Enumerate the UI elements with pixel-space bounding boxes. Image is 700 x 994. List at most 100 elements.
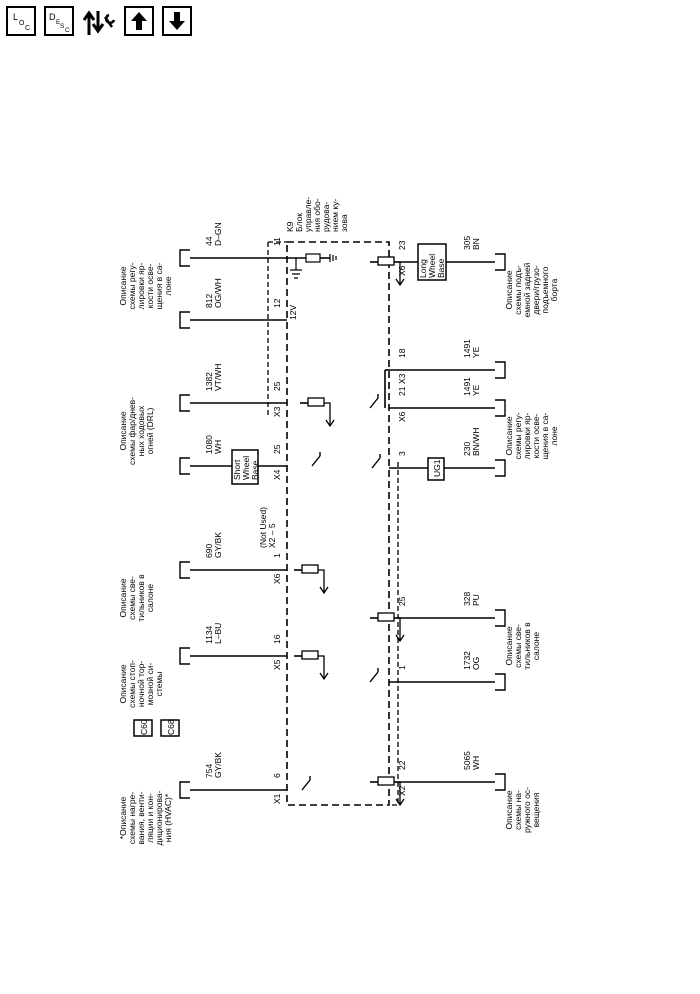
option-1080-line-0: Short	[232, 459, 242, 480]
wire-num-c44: 44	[204, 236, 214, 246]
bracket-c1382	[179, 394, 190, 412]
bracket-c1134	[179, 647, 190, 665]
desc-c328-line-3: салоне	[531, 632, 541, 660]
pin-c1382: 25	[272, 381, 282, 391]
loc-letter-l: L	[13, 12, 18, 22]
conn-c5065: X2	[397, 785, 407, 796]
pin-c1732: 1	[397, 665, 407, 670]
switch-754	[301, 776, 311, 791]
desc-c44-line-2: лировки яр-	[136, 262, 146, 309]
desc-c1134-line-0: Описание	[118, 664, 128, 703]
wire-color-c1134: L–BU	[213, 623, 223, 644]
pullup-690-arrow	[318, 569, 329, 595]
connector-outline-bottom	[389, 462, 399, 806]
pin-c44: 11	[272, 237, 282, 246]
switch-1080	[311, 452, 321, 467]
ground-44	[290, 258, 302, 279]
desc-c1134-line-4: стемы	[154, 672, 164, 697]
wire-color-c1732: OG	[471, 657, 481, 670]
option-box-305	[417, 243, 447, 281]
pin-c328: 25	[397, 596, 407, 606]
pin-c230: 3	[397, 451, 407, 456]
desc-letter-d: D	[49, 12, 56, 22]
wire-num-c812: 812	[204, 294, 214, 308]
module-ref: K9	[285, 221, 295, 232]
wire-num-c328: 328	[462, 592, 472, 606]
pin-c5065: 22	[397, 760, 407, 770]
wire-color-c754: GY/BK	[213, 752, 223, 778]
swap-wrench-icon	[82, 10, 116, 35]
conn-c1134: X5	[272, 659, 282, 670]
pin-c1491b: 18	[397, 348, 407, 358]
wire-color-c1491b: YE	[471, 346, 481, 358]
option-305-line-1: Wheel	[427, 254, 437, 278]
swap-nav-button[interactable]	[82, 6, 116, 38]
desc-c754-line-0: *Описание	[118, 797, 128, 840]
resistor-44	[305, 253, 321, 263]
conn-c690: X6	[272, 573, 282, 584]
desc-c1491a-line-2: лировки яр-	[522, 412, 532, 459]
pin-c690: 1	[272, 553, 282, 558]
desc-c690-line-0: Описание	[118, 578, 128, 617]
arrow-down-icon	[169, 12, 185, 30]
desc-c305-line-1: схемы подъ-	[513, 265, 523, 315]
desc-c305-line-2: емной задней	[522, 262, 532, 317]
description-button[interactable]: D E S C	[44, 6, 74, 36]
desc-c44-line-4: щения в са-	[154, 262, 164, 309]
wire-color-c328: PU	[471, 594, 481, 606]
wire-color-c1382: VT/WH	[213, 364, 223, 391]
loc-letter-o: O	[19, 20, 25, 27]
pin-c305: 23	[397, 240, 407, 250]
wires-layer	[133, 241, 506, 807]
up-button[interactable]	[124, 6, 154, 36]
pin-c1491a: 21	[397, 386, 407, 396]
pullup-305-resistor	[377, 256, 395, 266]
desc-c5065-line-2: ружного ос-	[522, 787, 532, 833]
desc-c305-line-5: борта	[549, 278, 559, 301]
wire-color-c5065: WH	[471, 756, 481, 770]
pullup-305-arrow	[394, 261, 405, 287]
bracket-c328	[495, 609, 506, 627]
bracket-c1491b	[495, 361, 506, 379]
desc-c690-line-1: схемы све-	[127, 576, 137, 620]
desc-c5065-line-3: вещения	[531, 792, 541, 827]
pullup-1382-arrow	[324, 402, 335, 428]
description-icon: D E S C	[49, 12, 70, 34]
pullup-328-arrow	[394, 617, 405, 643]
loc-letter-c: C	[25, 25, 30, 32]
module-name-line-2: ния обо-	[312, 198, 322, 232]
pullup-1134-resistor	[301, 650, 319, 660]
conn-c1382: X3	[272, 406, 282, 417]
bracket-c230	[495, 459, 506, 477]
wire-color-c1080: WH	[213, 440, 223, 454]
down-button[interactable]	[162, 6, 192, 36]
desc-c754-line-5: ния (HVAC)*	[163, 793, 173, 842]
conn-c754: X1	[272, 793, 282, 804]
switch-1732	[369, 668, 379, 683]
option-box-1080	[231, 449, 259, 485]
pullup-328-resistor	[377, 612, 395, 622]
desc-c44-line-0: Описание	[118, 266, 128, 305]
wire-num-c305: 305	[462, 236, 472, 250]
bracket-c44	[179, 249, 190, 267]
wire-num-c1134: 1134	[204, 625, 214, 644]
location-icon: L O C	[13, 12, 30, 32]
pullup-1134-arrow	[318, 655, 329, 681]
wire-num-c1491b: 1491	[462, 339, 472, 358]
desc-c328-line-1: схемы све-	[513, 624, 523, 668]
desc-c1491a-line-0: Описание	[504, 416, 514, 455]
conn-c1491a: X6	[397, 411, 407, 422]
module-name-line-5: зова	[339, 214, 349, 232]
wire-color-c305: BN	[471, 238, 481, 250]
voltage-label: 12V	[288, 305, 298, 320]
bracket-c5065	[495, 773, 506, 791]
desc-c1382-line-2: ных ходовых	[136, 405, 146, 456]
pullup-5065-arrow	[394, 781, 405, 807]
wire-num-c1382: 1382	[204, 372, 214, 391]
location-button[interactable]: L O C	[6, 6, 36, 36]
pin-c1080: 25	[272, 444, 282, 454]
pin-c812: 12	[272, 298, 282, 308]
wire-color-c44: D–GN	[213, 222, 223, 246]
wire-num-c1732: 1732	[462, 651, 472, 670]
